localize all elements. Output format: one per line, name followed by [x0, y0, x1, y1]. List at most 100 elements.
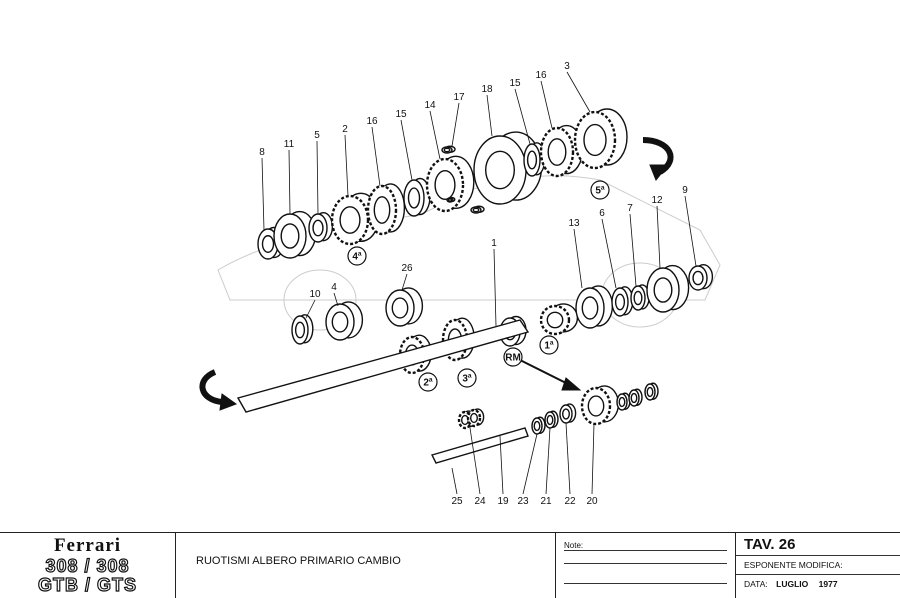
gear-part — [539, 124, 584, 178]
notes-cell: Note: — [556, 533, 736, 598]
part-number-label: 15 — [509, 78, 521, 89]
leader-line — [656, 205, 661, 269]
table-info-cell: TAV. 26 ESPONENTE MODIFICA: DATA: LUGLIO… — [736, 533, 900, 598]
gear-ratio-badge: 1ª — [539, 335, 559, 355]
part-number-label: 24 — [474, 496, 486, 507]
ring-part — [273, 210, 317, 259]
ferrari-logo: Ferrari 308 / 308 GTB / GTS — [0, 533, 176, 598]
leader-line — [486, 94, 493, 137]
part-number-label: 25 — [451, 496, 463, 507]
rotation-arrows — [199, 137, 674, 411]
leader-line — [316, 140, 319, 215]
gear-ratio-badge: 2ª — [418, 372, 438, 392]
leader-line — [469, 427, 481, 495]
part-number-label: 1 — [491, 238, 497, 249]
ring-part — [628, 388, 643, 407]
primary-shaft — [236, 319, 530, 464]
gear-ratio-label: 4ª — [352, 252, 362, 263]
gear-ratio-label: 3ª — [462, 374, 472, 385]
leader-line — [540, 80, 553, 129]
ring-part — [575, 285, 614, 329]
leader-line — [451, 102, 460, 147]
gear-part — [573, 108, 628, 170]
part-number-label: 11 — [284, 139, 295, 150]
ring-part — [630, 284, 650, 311]
gear-ratio-badge: RM — [503, 347, 523, 367]
leader-line — [261, 157, 265, 231]
leader-line — [493, 248, 497, 327]
gear-part — [466, 408, 485, 428]
leader-line — [288, 149, 291, 215]
gear-ratio-label: 5ª — [595, 186, 605, 197]
ring-part — [291, 314, 314, 345]
leader-line — [305, 299, 316, 319]
leader-line — [601, 218, 617, 289]
gear-ratio-badge: 4ª — [347, 246, 367, 266]
part-number-label: 21 — [540, 496, 552, 507]
ring-part — [611, 286, 634, 317]
leader-line — [566, 71, 591, 113]
gear-ratio-label: 1ª — [544, 341, 554, 352]
gear-part — [580, 385, 620, 426]
part-number-label: 2 — [342, 124, 348, 135]
notes-label: Note: — [564, 541, 584, 550]
part-number-label: 20 — [586, 496, 598, 507]
ring-part — [446, 196, 456, 203]
leader-line — [684, 195, 697, 267]
gear-part — [425, 155, 475, 213]
date-month: LUGLIO — [776, 579, 809, 589]
leader-line — [629, 213, 637, 287]
part-number-label: 26 — [401, 263, 413, 274]
leader-line — [591, 423, 595, 495]
leader-line — [499, 435, 504, 495]
leader-line — [401, 273, 408, 291]
leader-line — [451, 467, 458, 495]
ring-part — [646, 264, 690, 313]
table-number: TAV. 26 — [744, 536, 796, 553]
leader-line — [545, 427, 551, 495]
gear-ratio-label: 2ª — [423, 378, 433, 389]
model-line-2: GTB / GTS — [37, 575, 137, 595]
part-number-label: 16 — [366, 116, 378, 127]
part-number-label: 4 — [331, 282, 337, 293]
ring-part — [531, 416, 546, 435]
gear-part — [366, 183, 406, 236]
part-number-label: 12 — [651, 195, 663, 206]
drawing-title-cell: RUOTISMI ALBERO PRIMARIO CAMBIO — [176, 533, 556, 598]
part-number-label: 3 — [564, 61, 570, 72]
date-year: 1977 — [818, 579, 838, 589]
drawing-title: RUOTISMI ALBERO PRIMARIO CAMBIO — [196, 555, 401, 567]
gear-ratio-label: RM — [505, 353, 521, 364]
revision-label: ESPONENTE MODIFICA: — [744, 560, 843, 570]
part-number-label: 16 — [535, 70, 547, 81]
leader-line — [333, 292, 339, 307]
leader-lines — [261, 71, 697, 495]
gear-ratio-badge: 3ª — [457, 368, 477, 388]
brand-name: Ferrari — [53, 535, 122, 556]
part-number-label: 5 — [314, 130, 320, 141]
ring-part — [470, 205, 485, 214]
part-number-label: 15 — [395, 109, 407, 120]
ring-part — [688, 263, 714, 291]
part-number-label: 23 — [517, 496, 529, 507]
ring-part — [644, 382, 659, 401]
part-number-label: 19 — [497, 496, 509, 507]
leader-line — [344, 134, 349, 197]
part-number-label: 7 — [627, 203, 633, 214]
ring-part — [544, 410, 559, 429]
part-number-label: 18 — [481, 84, 493, 95]
ring-part — [559, 403, 577, 424]
part-number-label: 17 — [453, 92, 465, 103]
ring-part — [385, 287, 424, 327]
title-block: Ferrari 308 / 308 GTB / GTS RUOTISMI ALB… — [0, 532, 900, 598]
ring-part — [616, 392, 631, 411]
date-label: DATA: — [744, 579, 768, 589]
part-number-label: 14 — [424, 100, 436, 111]
leader-line — [565, 422, 571, 495]
leader-line — [522, 433, 538, 495]
part-number-label: 22 — [564, 496, 576, 507]
part-number-label: 9 — [682, 185, 688, 196]
leader-line — [429, 110, 441, 160]
part-number-label: 8 — [259, 147, 265, 158]
